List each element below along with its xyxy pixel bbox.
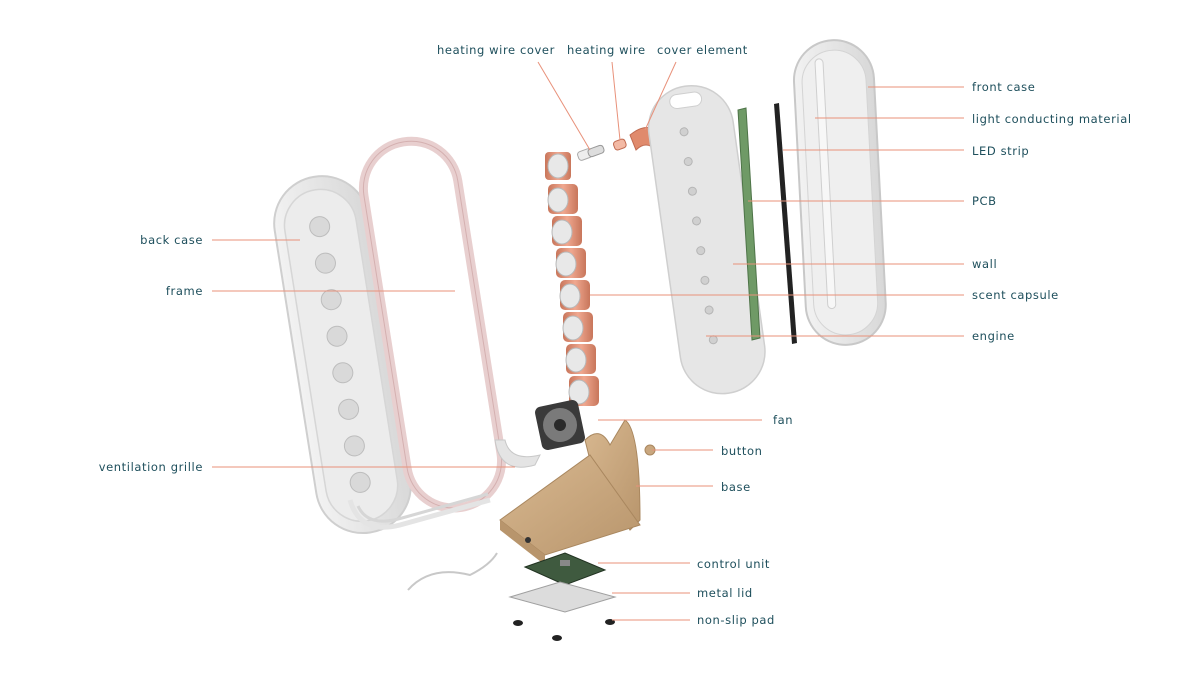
control-unit-part (523, 552, 607, 586)
led-strip-part (774, 103, 797, 344)
scent-capsule (562, 312, 593, 342)
leader-cover-element (644, 61, 677, 131)
back-case-part (273, 175, 412, 535)
fan-part (535, 400, 585, 450)
pcb-part (737, 107, 761, 341)
scent-capsule (559, 280, 590, 310)
scent-capsule (547, 184, 578, 214)
base-part (499, 419, 641, 565)
scent-capsule-stack (545, 152, 599, 406)
heating-wire-part (612, 138, 627, 151)
power-cable (407, 552, 498, 591)
scent-capsule (551, 216, 582, 246)
leader-heating-wire-cover (537, 61, 591, 151)
back-case-vent-holes (309, 216, 371, 493)
metal-lid-part (508, 581, 617, 613)
scent-capsule (545, 152, 571, 180)
wall-pegs (679, 127, 718, 345)
heating-wire-cover-part (577, 144, 605, 161)
wall-part (647, 84, 766, 395)
scent-capsule (555, 248, 586, 278)
ventilation-grille-part (347, 439, 541, 530)
leader-lines (212, 61, 964, 621)
leader-heating-wire (611, 61, 621, 141)
scent-capsule (565, 344, 596, 374)
front-case-part (792, 39, 887, 346)
non-slip-pad-part (513, 619, 615, 641)
scent-capsule (568, 376, 599, 406)
